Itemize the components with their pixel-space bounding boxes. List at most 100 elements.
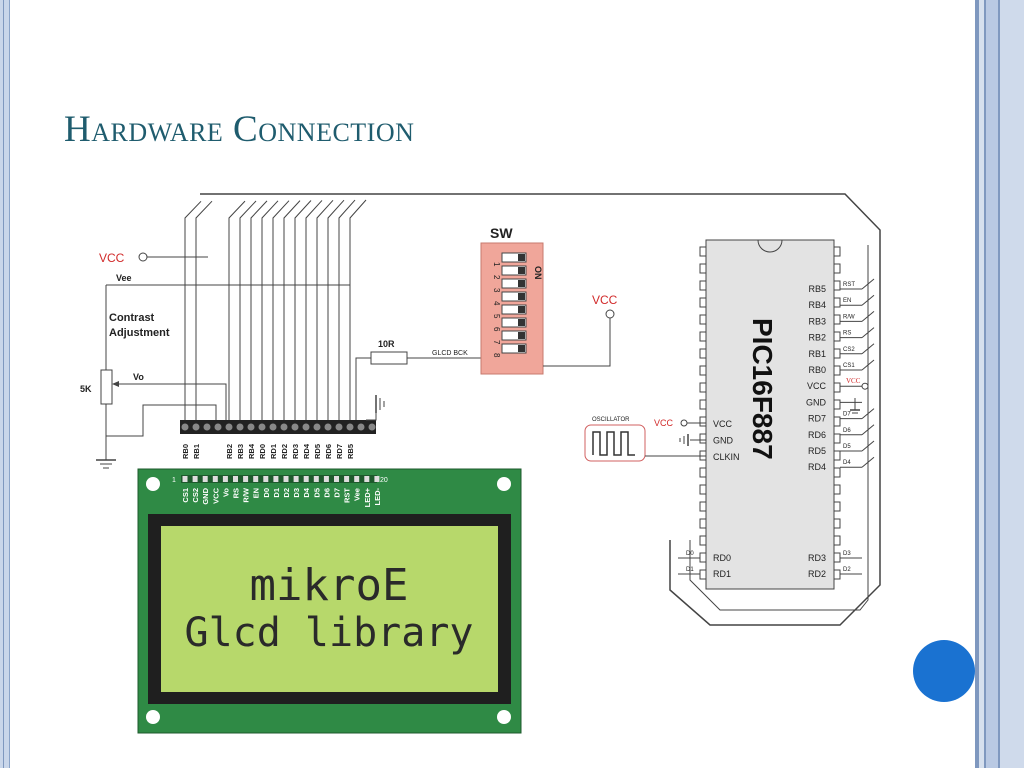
mcu-wire-label: D7 xyxy=(843,412,851,418)
sw-toggle xyxy=(501,317,527,328)
mcu-left-pin-label: VCC xyxy=(713,419,733,429)
lcd-pin xyxy=(283,476,289,482)
bus-wire xyxy=(261,200,279,420)
ground-header-icon xyxy=(375,395,385,413)
mcu-pin-left xyxy=(699,348,707,359)
lcd-pin xyxy=(243,476,249,482)
mcu-pin-label: RD6 xyxy=(808,430,826,440)
vcc-sw-terminal xyxy=(605,309,615,319)
mcu-wire-label: EN xyxy=(843,298,851,304)
ground-mcu-right-icon xyxy=(850,398,860,414)
header-pin-label: RB3 xyxy=(236,444,245,459)
pot-label: 5K xyxy=(80,384,92,394)
mount-hole-tr xyxy=(497,477,511,491)
mcu-bottom-right-wire: D3 xyxy=(843,551,851,557)
mcu-pin-right xyxy=(833,331,841,342)
ground-osc-icon xyxy=(679,434,706,446)
sw-knob xyxy=(518,332,525,339)
vcc-sw-label: VCC xyxy=(592,293,618,307)
lcd-pin xyxy=(374,476,380,482)
header-pin-label: RB4 xyxy=(247,443,256,459)
bus-wire xyxy=(228,200,246,420)
header-pin-label: RD4 xyxy=(302,443,311,459)
mcu-pin-label: RB3 xyxy=(808,316,826,326)
lcd-pin-label: R/W xyxy=(242,487,251,503)
lcd-pin-label: EN xyxy=(252,488,261,498)
lcd-pin-label: D0 xyxy=(262,488,271,498)
sw-toggle xyxy=(501,278,527,289)
bus-wire xyxy=(272,200,290,420)
mcu-pin-left xyxy=(699,501,707,512)
bus-wire xyxy=(184,200,202,420)
lcd-pin-label: LED+ xyxy=(363,487,372,507)
mcu-pin-right xyxy=(833,518,841,529)
bus-wire xyxy=(338,199,356,420)
bus-wire xyxy=(327,199,345,420)
vcc-left-label: VCC xyxy=(99,251,125,265)
mcu-pin-left xyxy=(699,314,707,325)
lcd-line-1: mikroE xyxy=(250,560,409,611)
header-pin xyxy=(203,423,211,431)
lcd-pin xyxy=(303,476,309,482)
mcu-bottom-left-wire: D1 xyxy=(686,567,694,573)
mcu-wire-label: RST xyxy=(843,282,855,288)
mcu-pin-left xyxy=(699,416,707,427)
mcu-wire-label: D4 xyxy=(843,460,851,466)
mcu-pin-left xyxy=(699,569,707,580)
accent-circle xyxy=(913,640,975,702)
lcd-pin-label: D4 xyxy=(302,487,311,497)
mcu-pin-label: RB0 xyxy=(808,365,826,375)
lcd-pin-label: RS xyxy=(232,488,241,498)
resistor-10r xyxy=(370,351,408,365)
lcd-pin-label: D2 xyxy=(282,488,291,498)
mcu-pin-label: RB1 xyxy=(808,349,826,359)
header-pin xyxy=(280,423,288,431)
lcd-pin xyxy=(323,476,329,482)
slide-title: HARDWARE CONNECTION xyxy=(64,108,414,151)
title-rest-1: ARDWARE xyxy=(91,118,224,147)
sw-number: 8 xyxy=(492,353,501,358)
header-pin xyxy=(247,423,255,431)
lcd-pin xyxy=(293,476,299,482)
sw-on-label: ON xyxy=(533,266,543,280)
sw-knob xyxy=(518,293,525,300)
mcu-pin-right xyxy=(833,433,841,444)
mcu-pin-label: GND xyxy=(806,397,827,407)
mcu-pin-label: RD4 xyxy=(808,462,826,472)
sw-knob xyxy=(518,267,525,274)
mcu-pin-right xyxy=(833,263,841,274)
lcd-pin xyxy=(273,476,279,482)
sw-knob xyxy=(518,345,525,352)
sw-number: 2 xyxy=(492,275,501,280)
lcd-line-2: Glcd library xyxy=(185,610,474,656)
mcu-pin-left xyxy=(699,433,707,444)
lcd-pin-label: D7 xyxy=(333,488,342,498)
lcd-screen xyxy=(161,526,498,692)
header-pin xyxy=(335,423,343,431)
lcd-pin xyxy=(192,476,198,482)
bus-wire xyxy=(250,200,268,420)
bus-wire xyxy=(316,199,334,420)
mcu-pin-right xyxy=(833,569,841,580)
header-pin-label: RD5 xyxy=(313,444,322,459)
lcd-pin xyxy=(182,476,188,482)
mcu-pin-label: RB4 xyxy=(808,300,826,310)
header-pin-label: RB1 xyxy=(192,444,201,459)
mcu-pin-right xyxy=(833,365,841,376)
mcu-pin-left xyxy=(699,518,707,529)
mcu-bottom-right-wire: D2 xyxy=(843,567,851,573)
mcu-bottom-left-wire: D0 xyxy=(686,551,694,557)
header-pin xyxy=(324,423,332,431)
header-pin-label: RD6 xyxy=(324,444,333,459)
mount-hole-br xyxy=(497,710,511,724)
lcd-pin xyxy=(354,476,360,482)
lcd-pin-label: GND xyxy=(201,487,210,504)
mcu-left-pin-label: GND xyxy=(713,436,734,446)
lcd-pin xyxy=(202,476,208,482)
bus-wire xyxy=(294,200,312,420)
mcu-pin-right xyxy=(833,348,841,359)
mcu-bottom-left-label: RD1 xyxy=(713,569,731,579)
mcu-pin-left xyxy=(699,467,707,478)
mcu-pin-right xyxy=(833,280,841,291)
